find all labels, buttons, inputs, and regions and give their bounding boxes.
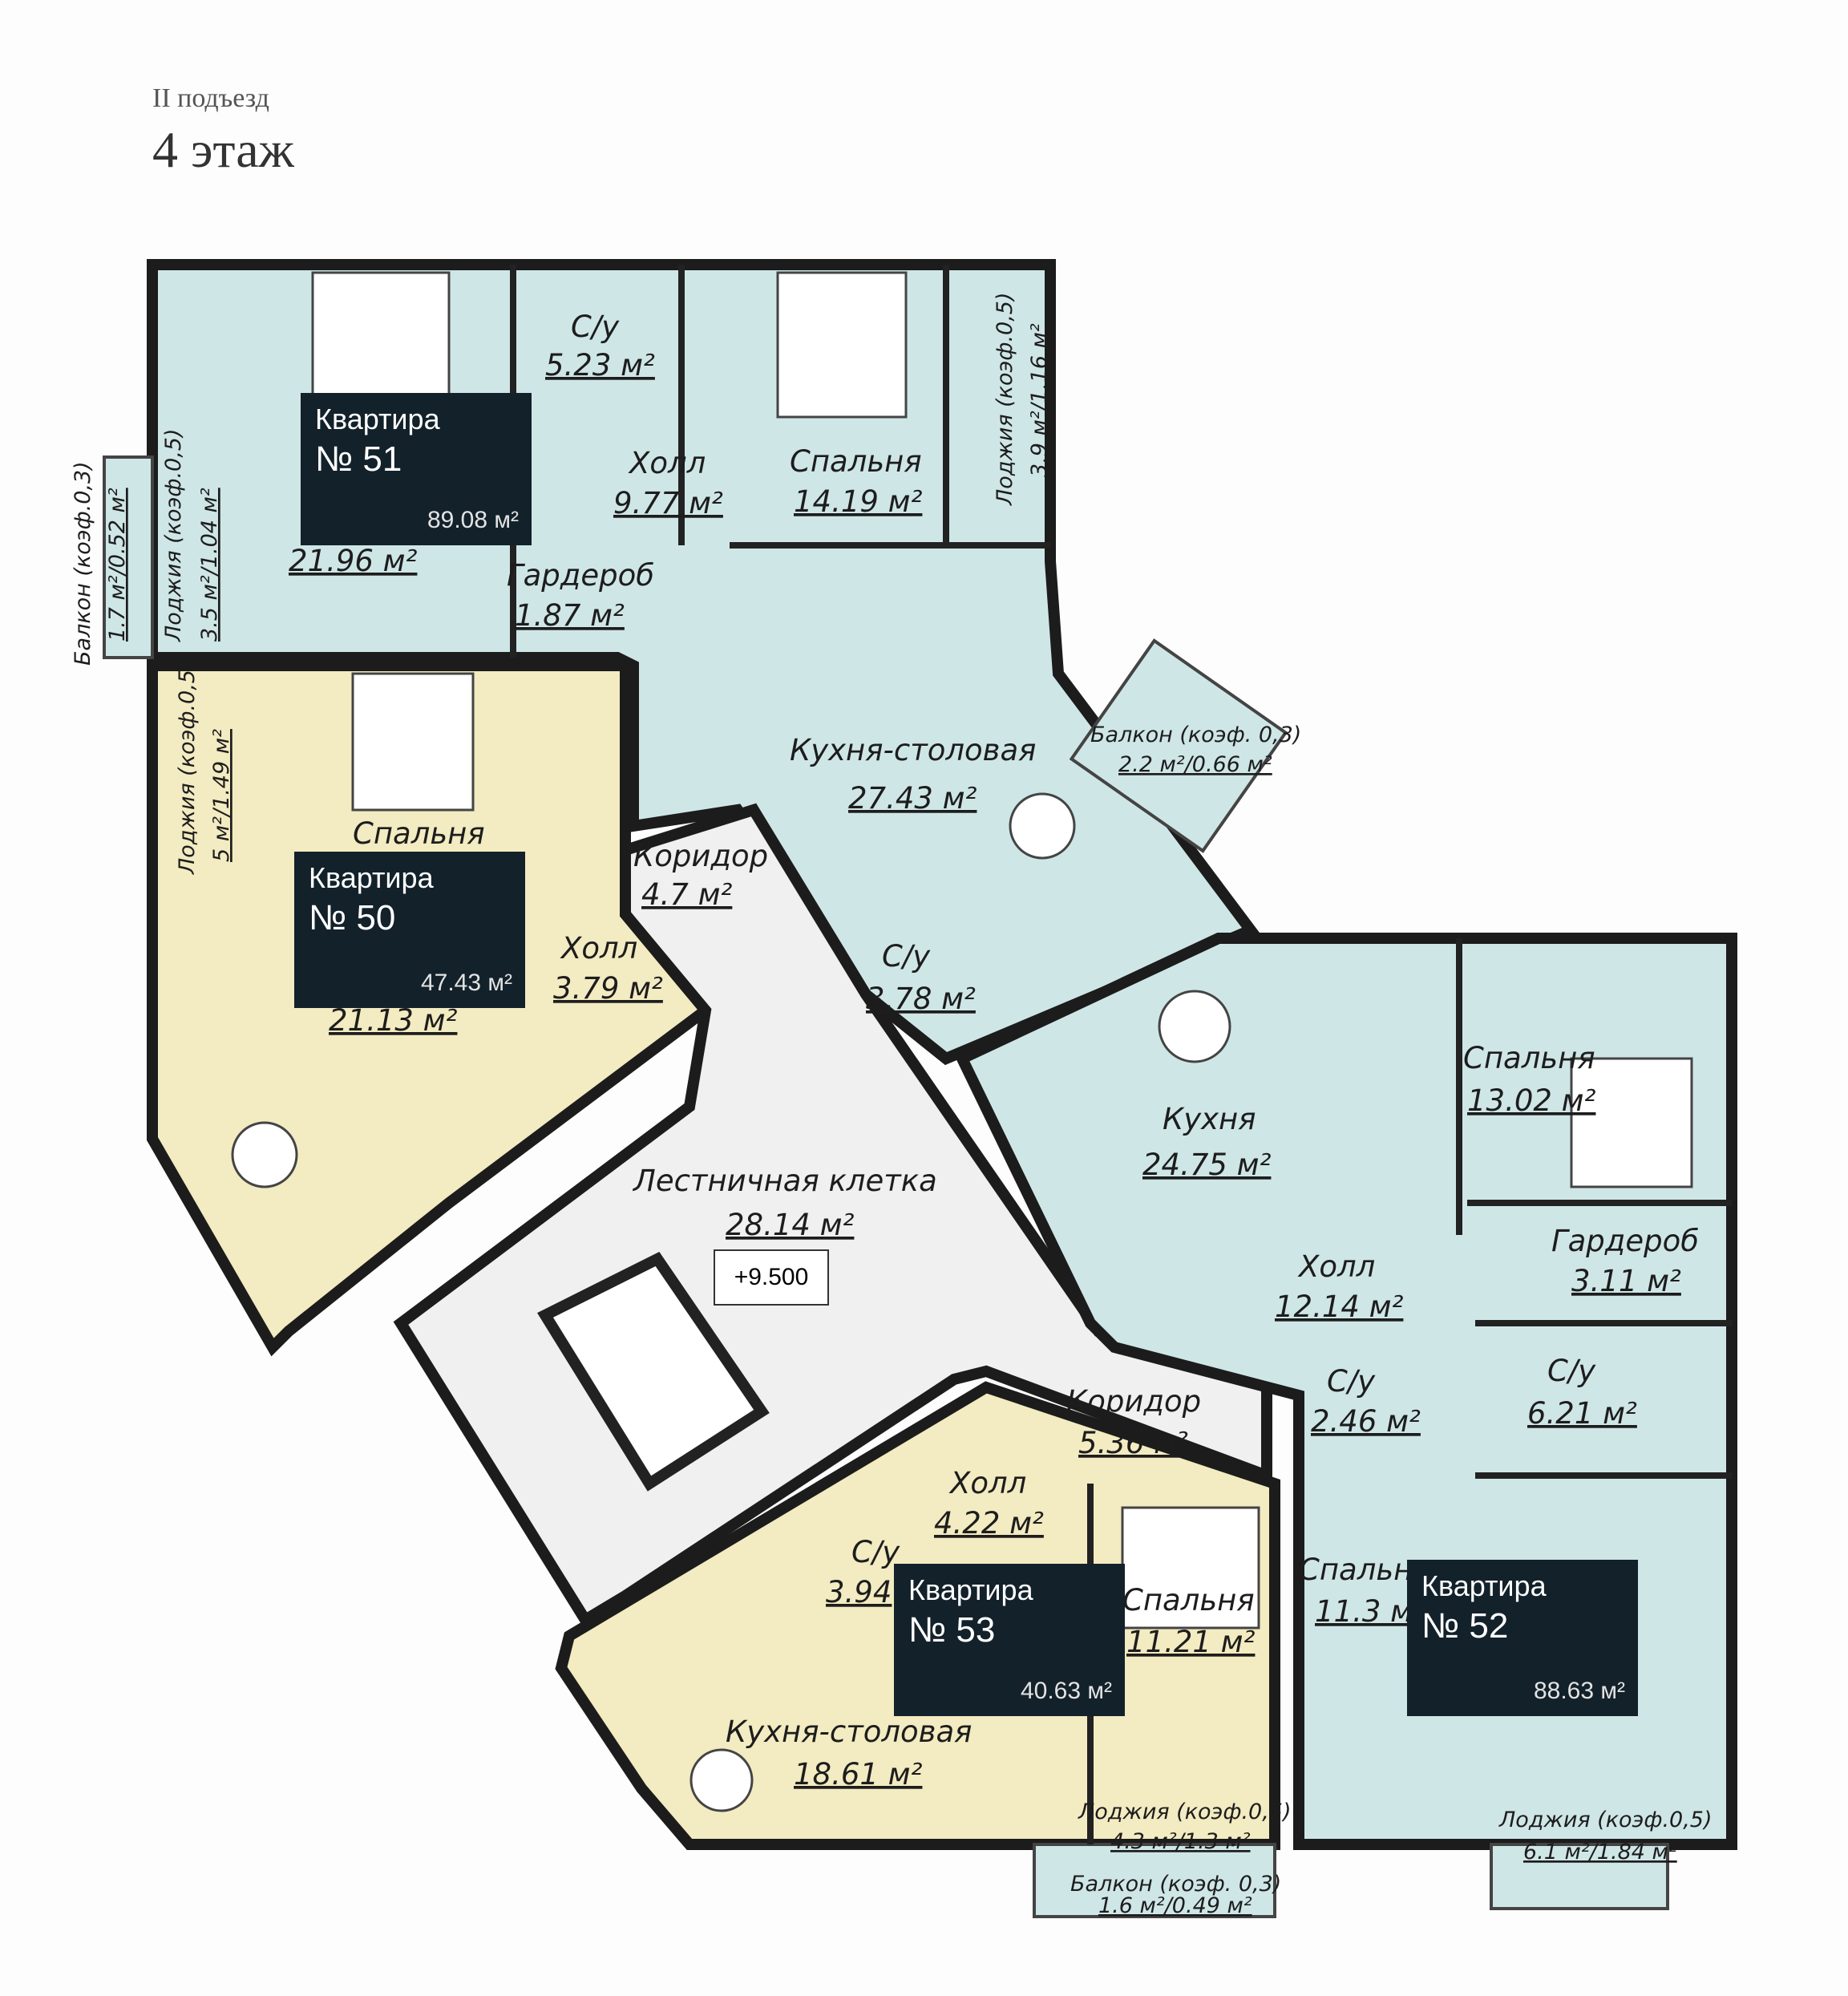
room-name-a53-balcony: Балкон (коэф. 0,3)	[1070, 1872, 1281, 1897]
room-name-stair: Лестничная клетка	[632, 1164, 937, 1198]
room-area-a53-hall: 4.22 м²	[934, 1506, 1044, 1541]
entrance-label: II подъезд	[152, 83, 269, 113]
room-area-a52-bath: 6.21 м²	[1527, 1396, 1637, 1431]
room-area-a50-loggia: 5 м²/1.49 м²	[209, 729, 234, 862]
room-area-a51-hall: 9.77 м²	[613, 486, 723, 520]
room-name-a52-bed1: Спальня	[1463, 1041, 1595, 1075]
room-area-a52-loggia: 6.1 м²/1.84 м²	[1523, 1840, 1677, 1864]
room-area-a52-bed1: 13.02 м²	[1467, 1083, 1596, 1118]
room-area-a52-bath-small: 2.46 м²	[1311, 1404, 1421, 1439]
room-area-stair: 28.14 м²	[726, 1208, 855, 1242]
apartment-label: Квартира	[315, 403, 440, 435]
apartment-label: Квартира	[908, 1573, 1033, 1606]
apartment-card-53[interactable]: Квартира № 53 40.63 м²	[894, 1564, 1125, 1716]
room-name-a51-loggia-left: Лоджия (коэф.0,5)	[161, 428, 186, 642]
room-area-a53-bed: 11.21 м²	[1126, 1625, 1256, 1659]
room-area-a53-bath: 3.94	[826, 1575, 892, 1609]
room-name-a50-hall: Холл	[560, 931, 637, 966]
room-area-corridor2: 5.36 м²	[1078, 1426, 1188, 1460]
room-name-a51-bed: Спальня	[790, 444, 922, 479]
balcony-left	[103, 455, 154, 659]
room-name-a51-hall: Холл	[628, 446, 706, 480]
room-area-a51-loggia-right: 3.9 м²/1.16 м²	[1027, 323, 1052, 477]
level-mark: +9.500	[714, 1249, 829, 1306]
room-name-a51-kitchen: Кухня-столовая	[790, 733, 1036, 767]
room-area-a51-living: 21.96 м²	[289, 544, 418, 578]
room-name-a52-hall: Холл	[1297, 1249, 1375, 1284]
room-area-a52-wardrobe: 3.11 м²	[1571, 1264, 1681, 1298]
apartment-card-50[interactable]: Квартира № 50 47.43 м²	[294, 852, 525, 1008]
balcony-52	[1490, 1843, 1669, 1910]
room-area-a51-balcony-left: 1.7 м²/0.52 м²	[105, 488, 130, 642]
room-name-a53-kitchen: Кухня-столовая	[726, 1715, 972, 1749]
apartment-area: 47.43 м²	[420, 970, 512, 996]
apartment-card-51[interactable]: Квартира № 51 89.08 м²	[301, 393, 532, 545]
room-area-a53-kitchen: 18.61 м²	[794, 1757, 923, 1792]
room-name-a51-balcony-right: Балкон (коэф. 0,3)	[1090, 723, 1301, 747]
room-area-a51-balcony-right: 2.2 м²/0.66 м²	[1118, 752, 1272, 777]
apartment-number: № 52	[1421, 1606, 1509, 1646]
apartment-area: 89.08 м²	[427, 507, 519, 533]
room-area-a51-bath2: 3.78 м²	[866, 982, 976, 1016]
apartment-number: № 50	[309, 898, 396, 937]
room-name-a53-bed: Спальня	[1122, 1583, 1255, 1617]
room-area-a53-balcony: 1.6 м²/0.49 м²	[1098, 1893, 1252, 1918]
apartment-number: № 53	[908, 1610, 996, 1650]
room-area-a52-kitchen: 24.75 м²	[1142, 1148, 1272, 1182]
room-name-a51-wardrobe: Гардероб	[507, 558, 654, 593]
room-name-a51-loggia-right: Лоджия (коэф.0,5)	[993, 292, 1017, 506]
room-area-a52-hall: 12.14 м²	[1275, 1290, 1404, 1324]
room-area-a51-corridor: 4.7 м²	[641, 877, 733, 912]
room-name-a51-corridor: Коридор	[633, 839, 768, 873]
room-area-a51-loggia-left: 3.5 м²/1.04 м²	[197, 488, 222, 642]
room-name-a51-balcony-left: Балкон (коэф.0,3)	[71, 461, 95, 666]
room-area-a51-wardrobe: 1.87 м²	[515, 598, 625, 633]
room-area-a50-kitchen: 21.13 м²	[329, 1003, 458, 1038]
apartment-area: 40.63 м²	[1020, 1678, 1112, 1704]
room-name-a50-loggia: Лоджия (коэф.0,5)	[175, 661, 200, 875]
room-name-a53-loggia: Лоджия (коэф.0,5)	[1078, 1800, 1292, 1824]
room-area-a51-bath: 5.23 м²	[545, 348, 655, 383]
room-name-corridor2: Коридор	[1066, 1384, 1201, 1419]
room-name-a50-bed: Спальня	[353, 816, 485, 851]
room-area-a53-loggia: 4.3 м²/1.3 м²	[1110, 1829, 1251, 1854]
room-area-a51-kitchen: 27.43 м²	[848, 781, 977, 816]
elevator-shaft	[537, 1252, 770, 1492]
apartment-area: 88.63 м²	[1533, 1678, 1625, 1704]
room-name-a53-bath: С/у	[851, 1535, 900, 1569]
apartment-label: Квартира	[1421, 1569, 1547, 1602]
balcony-right	[1069, 638, 1288, 853]
balcony-bottom	[1033, 1843, 1276, 1918]
room-area-a50-hall: 3.79 м²	[553, 971, 663, 1006]
room-name-a52-wardrobe: Гардероб	[1551, 1224, 1699, 1258]
room-name-a53-hall: Холл	[948, 1466, 1026, 1500]
apartment-label: Квартира	[309, 861, 434, 894]
room-name-a52-loggia: Лоджия (коэф.0,5)	[1498, 1808, 1713, 1832]
apartment-card-52[interactable]: Квартира № 52 88.63 м²	[1407, 1560, 1638, 1716]
room-name-a51-bath: С/у	[571, 310, 620, 344]
room-area-a52-bed2: 11.3 м²	[1315, 1594, 1425, 1629]
apartment-number: № 51	[315, 439, 402, 479]
room-name-a52-bath: С/у	[1547, 1354, 1596, 1388]
room-name-a52-bath-small: С/у	[1327, 1364, 1376, 1399]
room-area-a51-bed: 14.19 м²	[794, 484, 923, 519]
room-name-a51-bath2: С/у	[882, 939, 931, 974]
room-name-a52-kitchen: Кухня	[1163, 1102, 1256, 1136]
floor-title: 4 этаж	[152, 121, 294, 178]
